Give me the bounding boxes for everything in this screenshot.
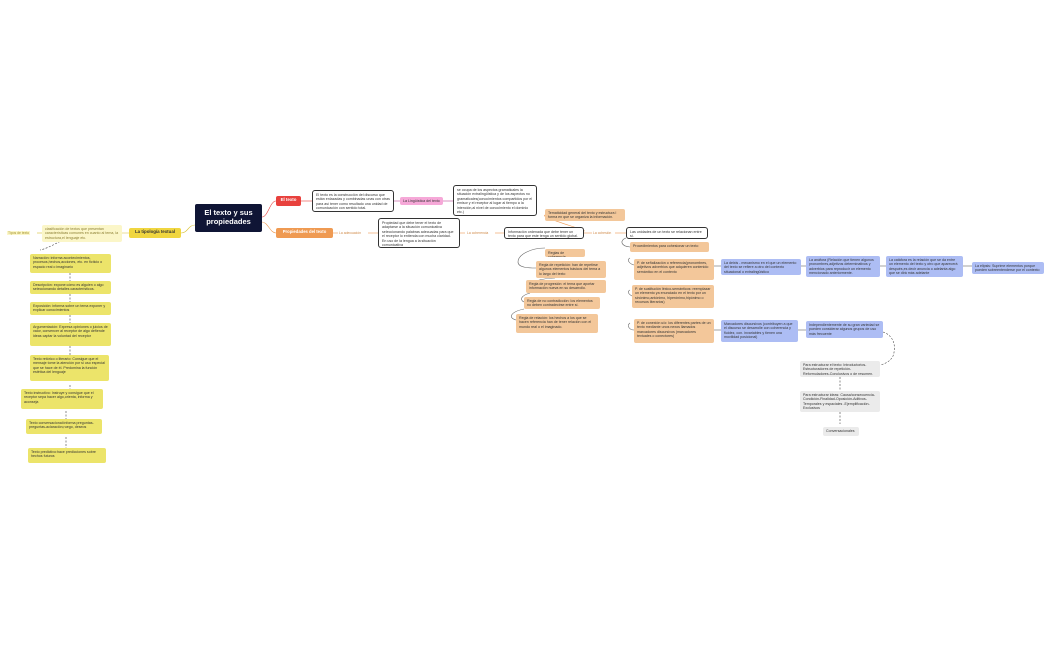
tipo-instructivo[interactable]: Texto instructivo: Instruye y consigue q…: [21, 389, 103, 409]
regla-repeticion[interactable]: Regla de repetición: han de repetirse al…: [536, 261, 606, 278]
tipo-exposicion[interactable]: Exposición: informa sobre un tema expone…: [30, 302, 111, 315]
node-el-texto[interactable]: El texto: [276, 196, 301, 206]
tipologia-definition[interactable]: clasificación de textos que presentan ca…: [42, 225, 122, 242]
tipo-narracion[interactable]: Narración: informa acontecimientos, proc…: [30, 254, 111, 273]
reglas-coherencia-node[interactable]: Reglas de coherencia: [545, 249, 585, 257]
estructurar-ideas-node[interactable]: Para estructurar ideas: Causa/consecuenc…: [800, 391, 880, 412]
node-propiedades[interactable]: Propiedades del texto: [276, 228, 333, 238]
linguistica-definition[interactable]: se ocupa de los aspectos gramaticales la…: [453, 185, 537, 216]
cohesion-label[interactable]: La cohesión: [592, 231, 613, 235]
cohesion-definition[interactable]: Las unidades de un texto se relacionan e…: [626, 227, 708, 239]
estructurar-texto-node[interactable]: Para estructurar el texto: Introductorio…: [800, 361, 880, 377]
coherencia-label[interactable]: La coherencia: [466, 231, 490, 235]
proc-sustitucion[interactable]: P. de sustitución léxico-semánticos: ree…: [632, 285, 714, 308]
tipo-conversacional[interactable]: Texto conversacional:informa preguntas-p…: [26, 419, 102, 434]
tipo-descripcion[interactable]: Descripción: expone cómo es alguien o al…: [30, 281, 111, 294]
regla-relacion[interactable]: Regla de relación: los hechos a los que …: [516, 314, 598, 333]
conversacionales-node[interactable]: Conversacionales: [823, 427, 859, 436]
tipo-argumentacion[interactable]: Argumentación: Expresa opiniones o juici…: [30, 323, 111, 346]
elipsis-node[interactable]: La elipsis: Suprime elementos porque pue…: [972, 262, 1044, 274]
adecuacion-label[interactable]: La adecuación: [338, 231, 363, 235]
node-tipologia[interactable]: La tipología textual: [129, 228, 181, 238]
independientemente-node[interactable]: Independientemente de su gran variedad s…: [806, 321, 883, 338]
adecuacion-definition[interactable]: Propiedad que debe tener el texto de ada…: [378, 218, 460, 248]
deixis-node[interactable]: La deixis - mecanismo en el que un eleme…: [721, 259, 801, 275]
texto-definition[interactable]: El texto es la construcción del discurso…: [312, 190, 394, 212]
regla-no-contradiccion[interactable]: Regla de no contradicción: los elementos…: [524, 297, 600, 309]
procedimientos-node[interactable]: Procedimientos para cohesionar un texto: [630, 242, 709, 252]
tipo-predictivo[interactable]: Texto predictivo:hace predicciones sobre…: [28, 448, 106, 463]
proc-conexion[interactable]: P. de conexión u/o: los diferentes parte…: [634, 319, 714, 343]
tipo-retorico[interactable]: Texto retórico o literario: Consigue que…: [30, 355, 109, 381]
marcadores-node[interactable]: Marcadores discursivos (contribuyen a qu…: [721, 320, 798, 342]
proc-senalizacion[interactable]: P. de señalización o referencia(pronombr…: [634, 259, 714, 280]
regla-progresion[interactable]: Regla de progresión: el tema que aportar…: [526, 280, 606, 293]
coherencia-definition[interactable]: Información ordenada que debe tener un t…: [504, 227, 584, 239]
tipos-label[interactable]: Tipos de texto: [7, 231, 31, 235]
catafora-node[interactable]: La catáfora es la relación que se da ent…: [886, 256, 963, 277]
linguistica-label[interactable]: La Lingüística del texto: [400, 197, 443, 205]
tematicidad-node[interactable]: Tematicidad general del texto y estructu…: [545, 209, 625, 221]
central-topic[interactable]: El texto y sus propiedades: [195, 204, 262, 232]
anafora-node[interactable]: La anáfora (Relación que tienen algunos …: [806, 256, 880, 277]
